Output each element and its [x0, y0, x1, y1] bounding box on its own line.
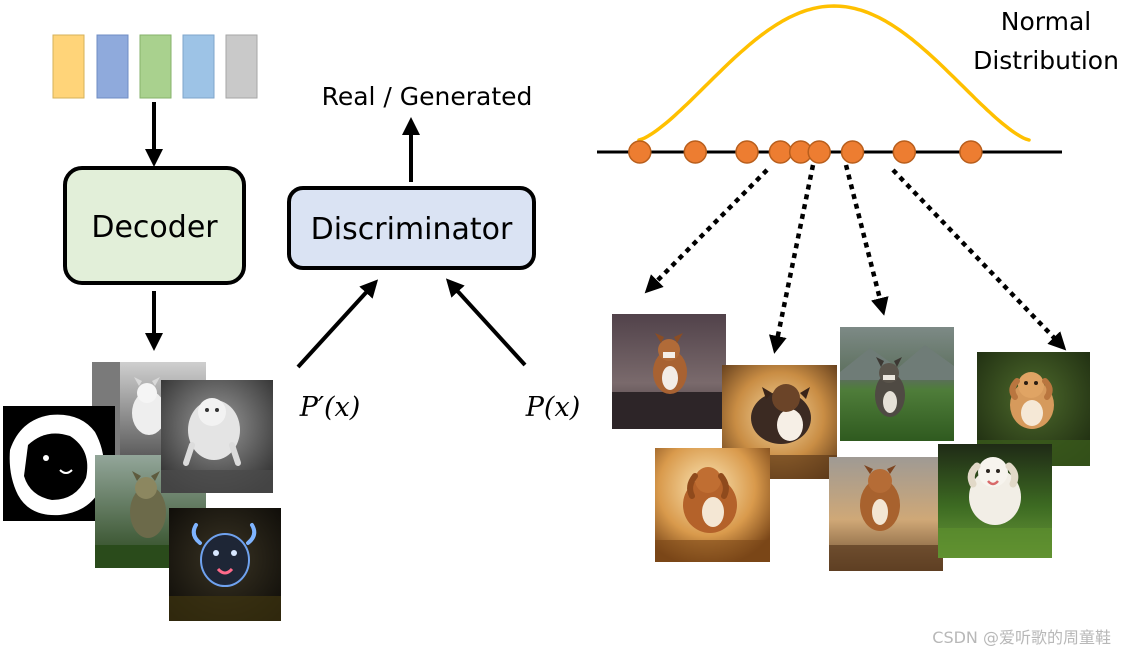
- generated-image: [612, 314, 726, 429]
- decoder-label: Decoder: [91, 210, 218, 245]
- sampling-arrow: [891, 168, 1067, 351]
- generated-distribution-label: P′(x): [299, 392, 361, 423]
- decoder-output-image: [161, 380, 273, 493]
- distribution-title-line2: Distribution: [973, 46, 1119, 75]
- sample-point: [628, 140, 652, 164]
- distribution-title-line1: Normal: [1001, 7, 1091, 36]
- latent-cell: [96, 34, 129, 99]
- arrow-real-input: [445, 278, 527, 367]
- arrow-generated-input: [296, 279, 379, 369]
- sample-point: [683, 140, 708, 164]
- sample-point: [892, 140, 917, 164]
- latent-cell: [52, 34, 85, 99]
- watermark: CSDN @爱听歌的周童鞋: [932, 628, 1111, 647]
- sample-point: [807, 140, 831, 164]
- discriminator-output-label: Real / Generated: [322, 82, 533, 111]
- generated-images: [612, 314, 1090, 571]
- bell-curve: [637, 4, 1031, 142]
- sampling-arrow: [644, 168, 769, 294]
- discriminator-block: Discriminator: [287, 186, 536, 270]
- normal-distribution: Normal Distribution: [597, 4, 1119, 164]
- discriminator-label: Discriminator: [311, 212, 513, 247]
- generated-image: [829, 457, 943, 571]
- latent-cell: [225, 34, 258, 99]
- decoder-output-collage: [3, 362, 281, 621]
- generated-image: [840, 327, 954, 441]
- decoder-box: [63, 166, 246, 285]
- decoder-output-image: [3, 406, 115, 521]
- latent-cell: [139, 34, 172, 99]
- latent-cell: [182, 34, 215, 99]
- sample-points: [628, 140, 983, 164]
- sample-point: [840, 140, 865, 164]
- decoder-block: Decoder: [63, 166, 246, 285]
- decoder-output-image: [169, 508, 281, 621]
- real-distribution-label: P(x): [525, 392, 580, 423]
- sampling-arrows: [644, 164, 1067, 354]
- generated-image: [938, 444, 1052, 558]
- discriminator-box: [287, 186, 536, 270]
- sampling-arrow: [843, 164, 889, 316]
- sample-point: [735, 140, 759, 164]
- sample-point: [768, 140, 793, 164]
- sample-point: [959, 140, 983, 164]
- latent-vector: [52, 34, 258, 99]
- generated-image: [655, 448, 770, 562]
- sampling-arrow: [768, 164, 816, 354]
